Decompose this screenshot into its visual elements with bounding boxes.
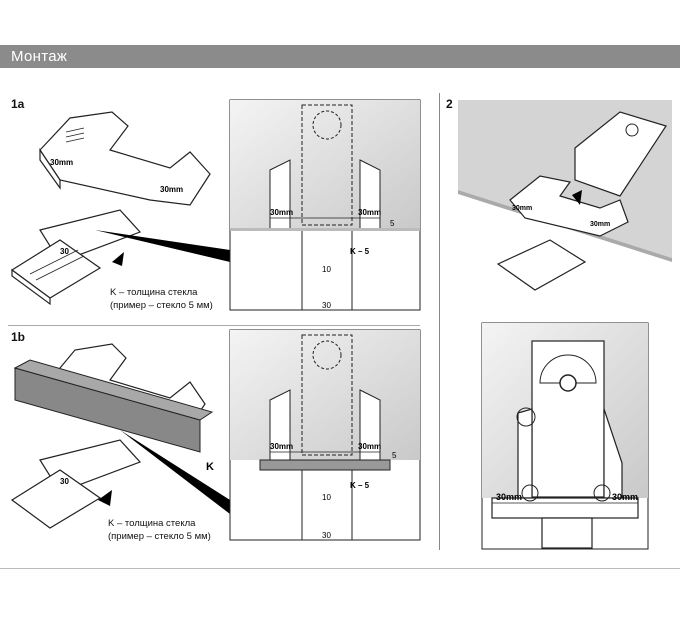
caption-1b: K – толщина стекла (пример – стекло 5 мм… (108, 517, 211, 543)
dim-label-right-detail-2: 30mm (612, 492, 638, 502)
dim-5-1b: 5 (392, 451, 397, 460)
vertical-divider (439, 93, 440, 550)
detail-view-1b: 30mm 30mm 5 K – 5 10 30 (229, 329, 421, 541)
dim-label-left-detail-1b: 30mm (270, 442, 293, 451)
caption-1b-line2: (пример – стекло 5 мм) (108, 531, 211, 542)
detail-view-2: 30mm 30mm (481, 322, 649, 550)
scale-30-1a: 30 (322, 301, 331, 310)
dim-label-right-2: 30mm (590, 221, 610, 228)
horizontal-divider (8, 325, 420, 326)
scale-label-1a: 30 (60, 247, 69, 256)
dim-label-left-2: 30mm (512, 205, 532, 212)
section-header-bar: Монтаж (0, 45, 680, 68)
caption-1b-line1: K – толщина стекла (108, 518, 196, 529)
dim-label-left-1a: 30mm (50, 158, 73, 167)
dim-label-left-detail-1a: 30mm (270, 208, 293, 217)
k5-label-1a: K – 5 (350, 247, 370, 256)
bottom-rule (0, 568, 680, 569)
dim-label-right-detail-1b: 30mm (358, 442, 381, 451)
scale-10-1b: 10 (322, 493, 331, 502)
dim-label-right-1a: 30mm (160, 185, 183, 194)
caption-1a-line1: K – толщина стекла (110, 287, 198, 298)
caption-1a: K – толщина стекла (пример – стекло 5 мм… (110, 286, 213, 312)
dim-5-1a: 5 (390, 219, 395, 228)
scale-label-1b: 30 (60, 477, 69, 486)
k-label-1b: K (206, 461, 214, 473)
caption-1a-line2: (пример – стекло 5 мм) (110, 300, 213, 311)
detail-view-1a: 30mm 30mm 5 K – 5 10 30 (229, 99, 421, 311)
section-title: Монтаж (11, 48, 68, 65)
scale-10-1a: 10 (322, 265, 331, 274)
scale-30-1b: 30 (322, 531, 331, 540)
dim-label-left-detail-2: 30mm (496, 492, 522, 502)
dim-label-right-detail-1a: 30mm (358, 208, 381, 217)
k5-label-1b: K – 5 (350, 481, 370, 490)
step-2-label: 2 (446, 97, 453, 111)
step-1a-label: 1a (11, 97, 25, 111)
step-1b-label: 1b (11, 330, 26, 344)
